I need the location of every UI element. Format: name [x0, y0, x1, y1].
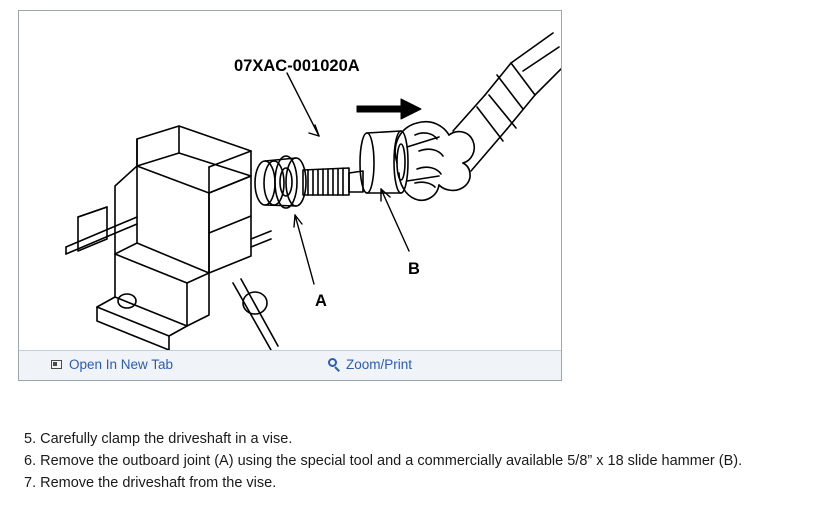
figure-callout-b: B — [408, 260, 420, 278]
figure-panel: 07XAC-001020A A B Open In New Tab Zoom/P… — [18, 10, 562, 381]
new-tab-icon — [51, 359, 64, 371]
open-in-new-tab-link[interactable]: Open In New Tab — [51, 356, 173, 374]
open-in-new-tab-label: Open In New Tab — [69, 357, 174, 372]
figure-image: 07XAC-001020A A B — [19, 11, 561, 350]
zoom-print-link[interactable]: Zoom/Print — [327, 356, 412, 374]
figure-part-number: 07XAC-001020A — [234, 57, 360, 75]
step-5: 5. Carefully clamp the driveshaft in a v… — [24, 431, 293, 447]
magnifier-icon — [327, 358, 341, 372]
zoom-print-label: Zoom/Print — [346, 357, 413, 372]
step-6: 6. Remove the outboard joint (A) using t… — [24, 453, 743, 469]
figure-toolbar: Open In New Tab Zoom/Print — [19, 350, 561, 380]
figure-callout-a: A — [315, 292, 327, 310]
step-7: 7. Remove the driveshaft from the vise. — [24, 475, 277, 491]
procedure-steps: 5. Carefully clamp the driveshaft in a v… — [24, 428, 814, 494]
